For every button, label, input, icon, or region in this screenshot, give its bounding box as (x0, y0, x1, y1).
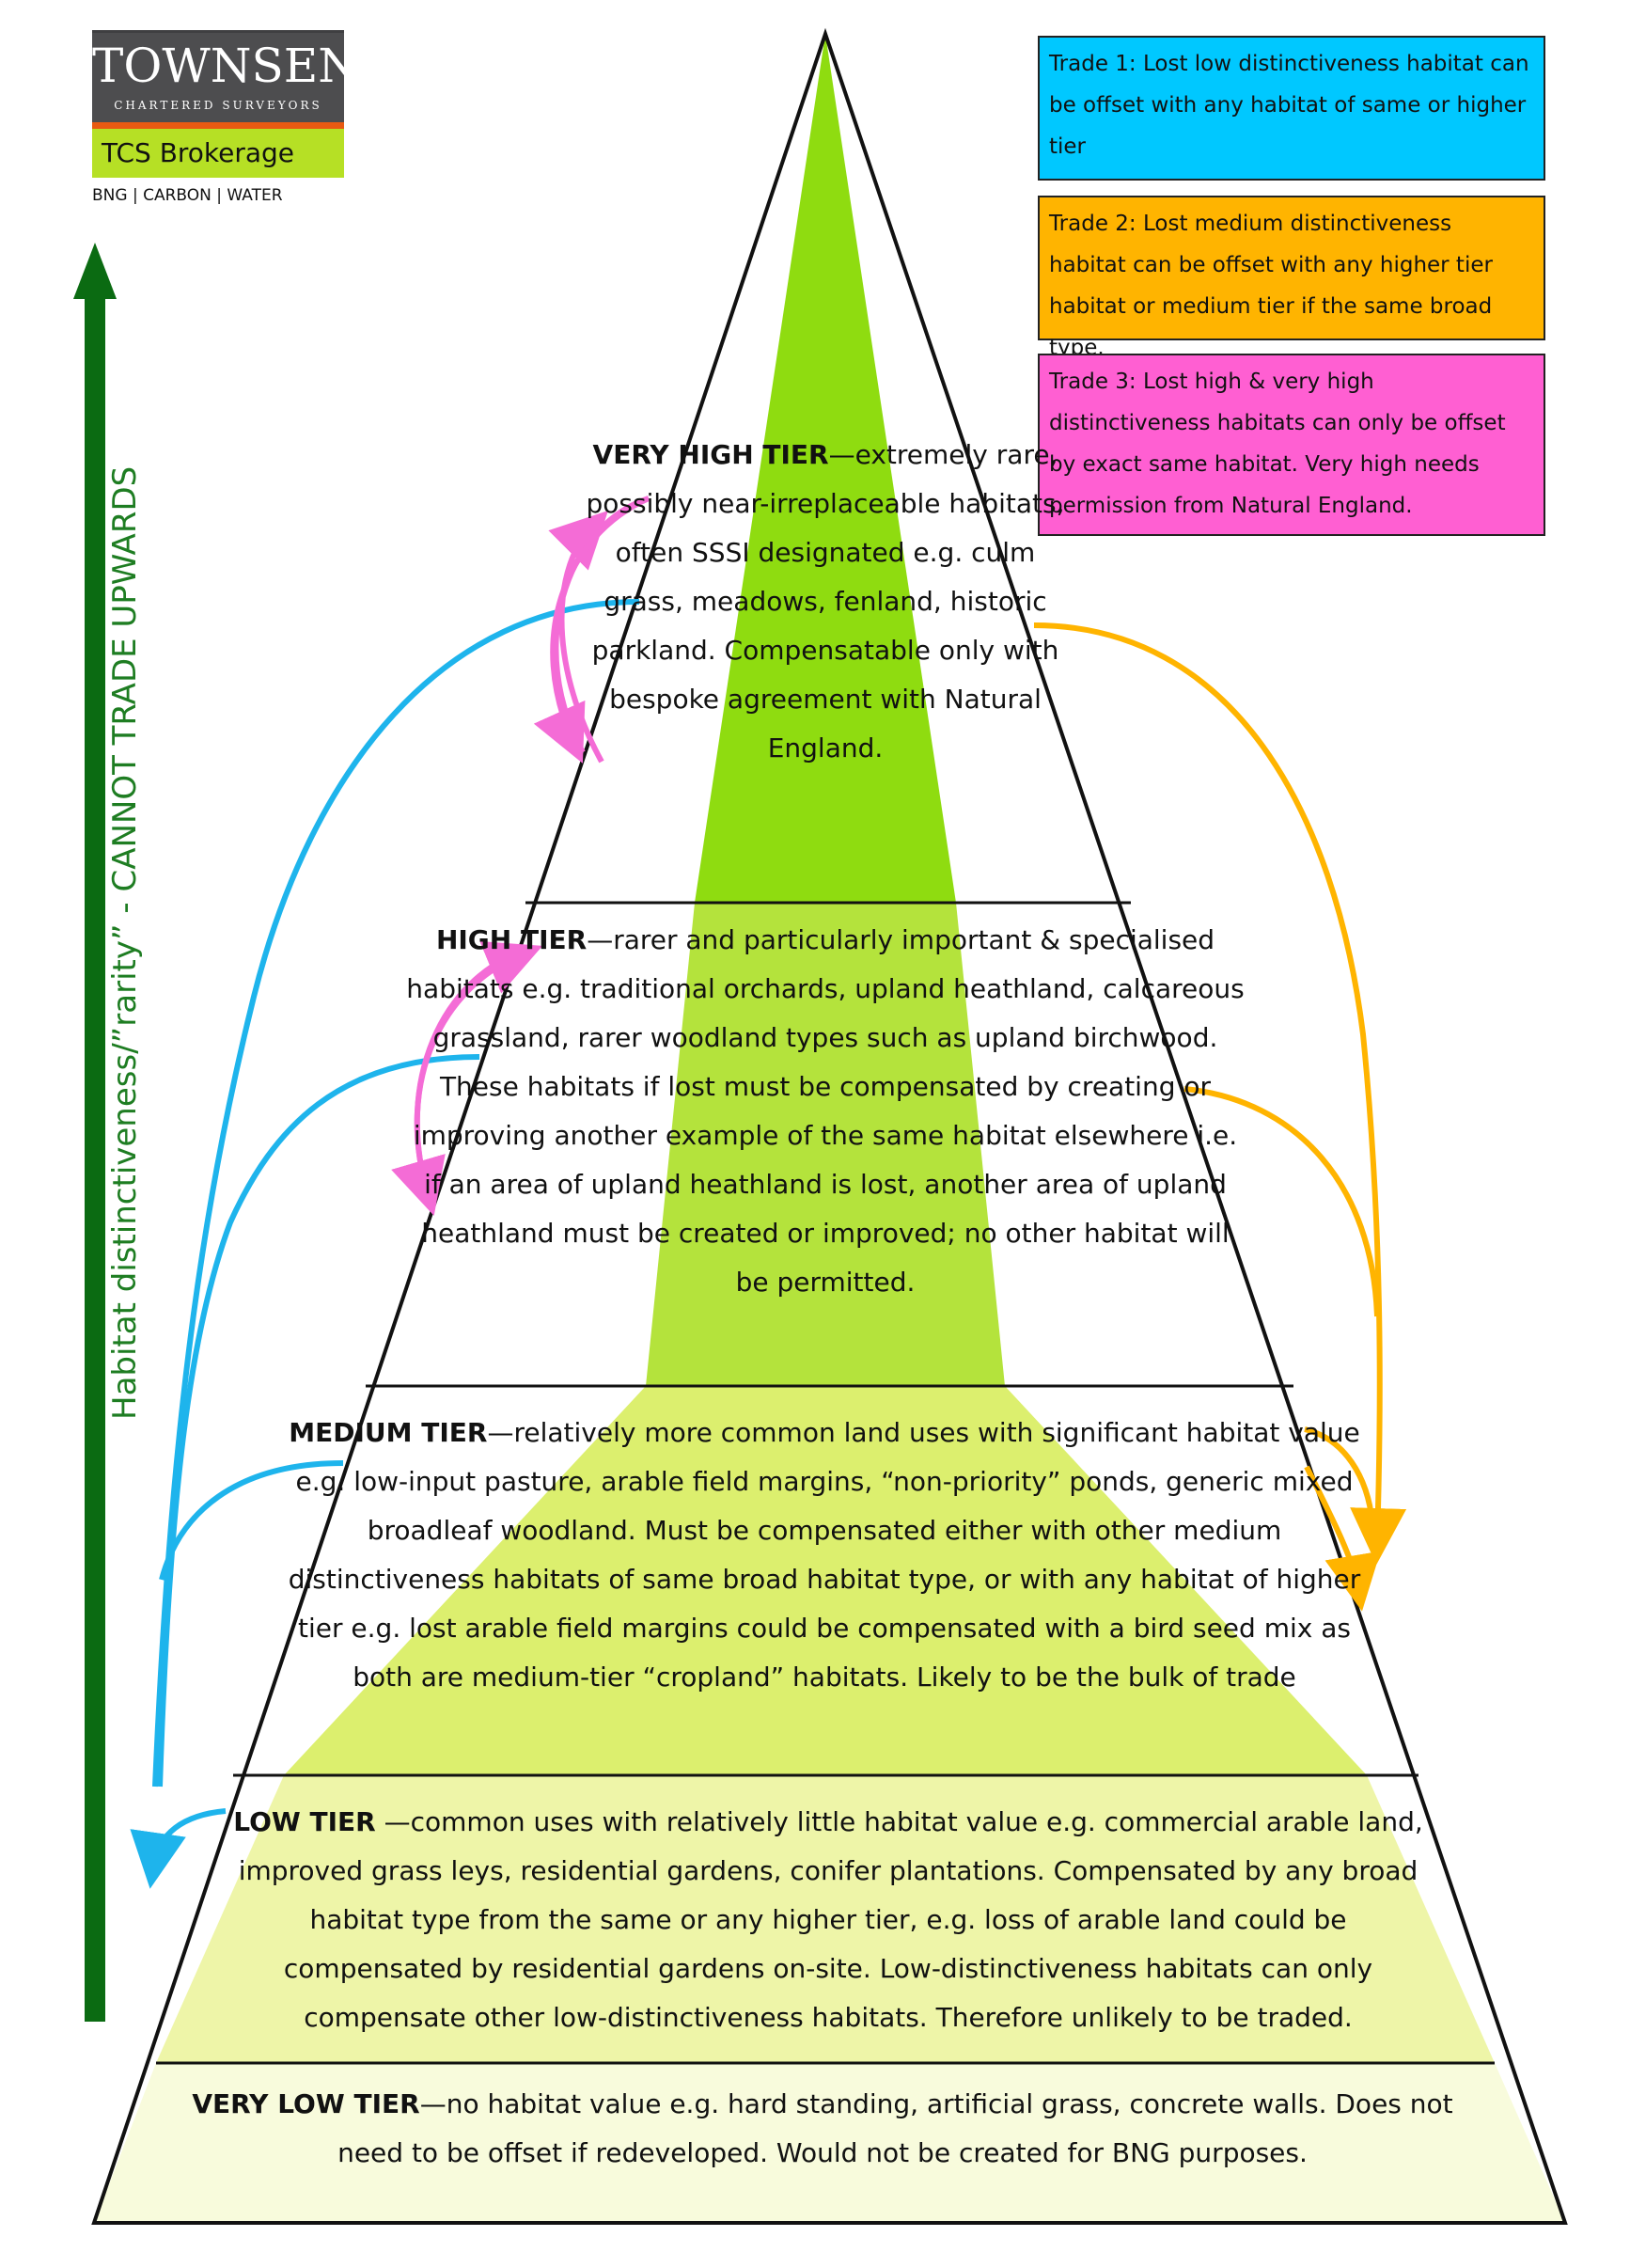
trade-3-box: Trade 3: Lost high & very high distincti… (1038, 354, 1545, 536)
trade-1-box: Trade 1: Lost low distinctiveness habita… (1038, 36, 1545, 181)
tier-medium-text: MEDIUM TIER—relatively more common land … (284, 1409, 1365, 1702)
logo-stripe (92, 122, 344, 129)
tier-very-high-name: VERY HIGH TIER (592, 439, 829, 470)
tier-high-name: HIGH TIER (435, 924, 588, 955)
tier-very-low-band (94, 2063, 1565, 2223)
trade-1-arrow-from-low (130, 1808, 227, 1889)
tier-very-high-text: VERY HIGH TIER—extremely rare, possibly … (581, 431, 1070, 773)
trade-2-arrow-from-high (1183, 1086, 1380, 1317)
tier-low-text: LOW TIER —common uses with relatively li… (222, 1798, 1434, 2042)
trade-2-box: Trade 2: Lost medium distinctiveness hab… (1038, 196, 1545, 360)
tier-very-low-name: VERY LOW TIER (192, 2088, 420, 2119)
tier-medium-band (284, 1386, 1367, 1775)
tier-high-desc: —rarer and particularly important & spec… (406, 924, 1245, 1298)
tier-high-band (646, 903, 1005, 1386)
trade-2-arrow-from-very-high (1033, 622, 1407, 1565)
rarity-arrow-head (73, 243, 117, 299)
tier-very-low-text: VERY LOW TIER—no habitat value e.g. hard… (179, 2080, 1466, 2178)
pyramid-outline (91, 27, 1568, 2225)
tier-medium-desc: —relatively more common land uses with s… (288, 1417, 1361, 1693)
trade-1-arrow-from-high (157, 1054, 480, 1788)
tier-low-band (156, 1775, 1495, 2063)
tier-very-low-desc: —no habitat value e.g. hard standing, ar… (337, 2088, 1453, 2168)
rarity-arrow-shaft (85, 282, 105, 2022)
logo-brokerage: TCS Brokerage (102, 137, 295, 168)
trade-1-arrow-from-medium (159, 1460, 344, 1581)
logo-subtitle: CHARTERED SURVEYORS (114, 99, 322, 112)
tier-medium-name: MEDIUM TIER (289, 1417, 488, 1448)
logo-brokerage-bar: TCS Brokerage (92, 129, 344, 178)
tier-very-high-band (695, 34, 956, 903)
trade-3-arrow-high-end (414, 941, 543, 1195)
tier-high-text: HIGH TIER—rarer and particularly importa… (406, 916, 1245, 1307)
rarity-axis-label: Habitat distinctiveness/”rarity” - CANNO… (106, 465, 144, 1420)
tier-low-desc: —common uses with relatively little habi… (238, 1806, 1423, 2033)
logo-tagline: BNG | CARBON | WATER (92, 186, 283, 205)
trade-2-arrow-medium-return (1304, 1465, 1381, 1612)
trade-1-arrow-from-very-high (152, 599, 640, 1788)
trade-3-arrow-very-high-start (533, 496, 650, 764)
tier-low-name: LOW TIER (233, 1806, 376, 1837)
tier-very-high-desc: —extremely rare, possibly near-irreplace… (586, 439, 1065, 764)
trade-2-arrow-from-medium (1304, 1426, 1375, 1524)
